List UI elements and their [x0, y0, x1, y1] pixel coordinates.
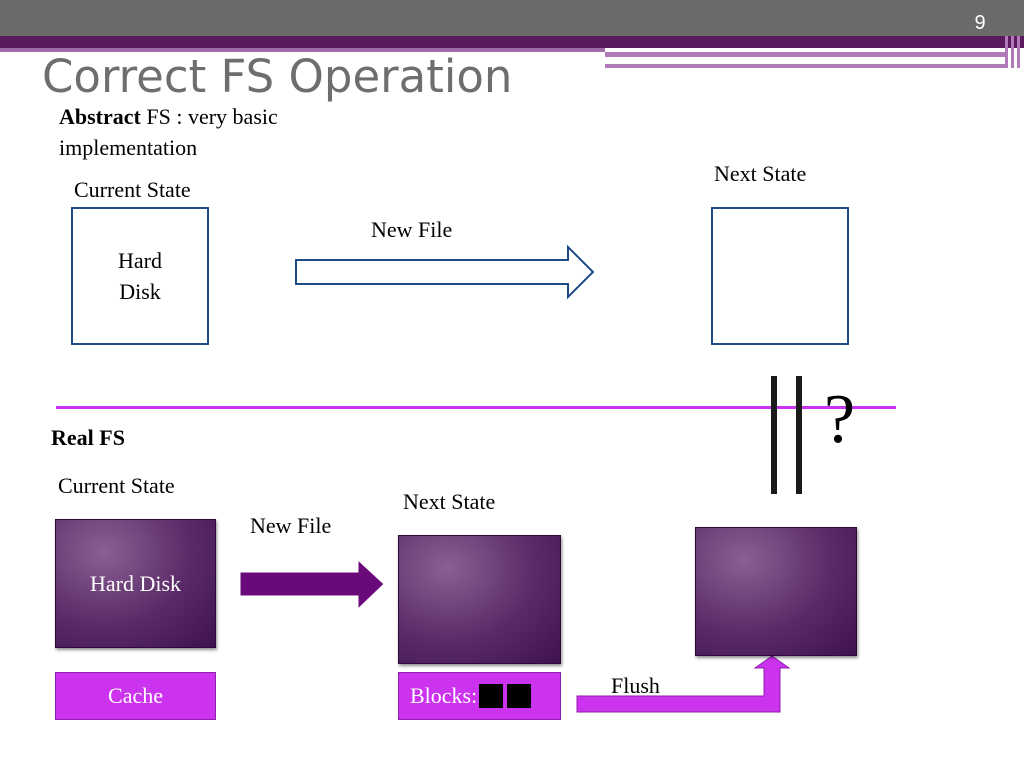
header-lavender-line — [0, 48, 605, 52]
cache-box: Cache — [55, 672, 216, 720]
abstract-hard-disk-line2: Disk — [119, 279, 161, 304]
real-flushed-state-box — [695, 527, 857, 656]
abstract-heading-rest: FS : very basic — [140, 104, 278, 129]
real-current-state-label: Current State — [58, 473, 175, 498]
block-square-icon — [479, 684, 504, 708]
header-deco-line — [1017, 36, 1020, 68]
slide-number: 9 — [974, 12, 986, 34]
equivalence-bar-right — [796, 376, 802, 494]
header-deco-line — [605, 64, 1005, 68]
abstract-next-state-label: Next State — [714, 161, 807, 186]
abstract-current-state-label: Current State — [74, 177, 191, 202]
section-divider — [56, 406, 896, 409]
abstract-heading: Abstract FS : very basic — [59, 102, 278, 132]
abstract-hard-disk-box: Hard Disk — [71, 207, 209, 345]
header-gray-bar — [0, 0, 1024, 36]
real-next-state-label: Next State — [403, 489, 496, 514]
abstract-hard-disk-line1: Hard — [118, 248, 162, 273]
block-square-icon — [507, 684, 532, 708]
blocks-label: Blocks: — [410, 683, 478, 708]
flush-label: Flush — [611, 673, 660, 698]
header-deco-line — [1011, 36, 1014, 68]
abstract-heading-line2: implementation — [59, 135, 198, 160]
abstract-heading-bold: Abstract — [59, 104, 141, 129]
abstract-arrow-label: New File — [371, 217, 453, 242]
header-deco-line — [1005, 36, 1008, 68]
header-deco-line — [605, 52, 1005, 57]
real-arrow-label: New File — [250, 513, 332, 538]
real-next-state-box — [398, 535, 561, 664]
real-hard-disk-box: Hard Disk — [55, 519, 216, 648]
real-hard-disk-label: Hard Disk — [89, 570, 182, 596]
abstract-next-state-box — [711, 207, 849, 345]
header-purple-bar — [0, 36, 1024, 48]
slide-title: Correct FS Operation — [42, 50, 513, 103]
question-mark: ? — [824, 381, 856, 458]
real-fs-heading: Real FS — [51, 425, 125, 450]
cache-label: Cache — [108, 683, 163, 708]
blocks-box: Blocks: — [398, 672, 561, 720]
equivalence-bar-left — [771, 376, 777, 494]
